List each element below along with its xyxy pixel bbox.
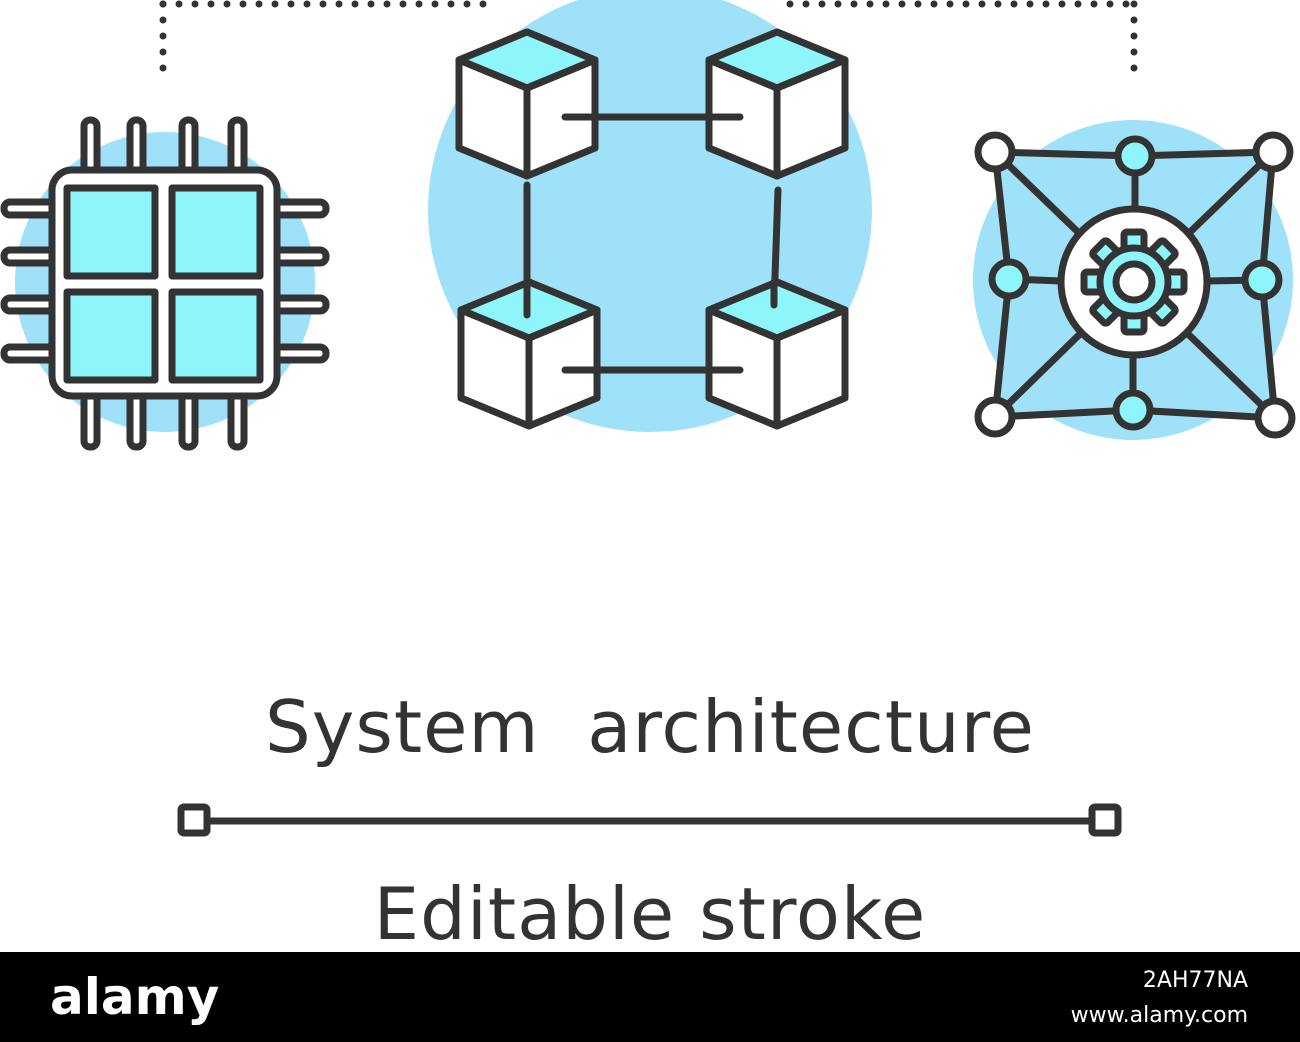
chip-core-3 [63,288,159,384]
cube-bottom-left [457,278,601,430]
network-gear-icon [973,120,1296,440]
footer-bar [0,952,1300,1042]
gear-icon [1080,228,1188,336]
dotted-connector-right [786,0,1138,84]
chip-core-4 [168,288,264,384]
divider-handle-right [1088,803,1122,837]
title-divider [177,803,1122,837]
processor-chip-icon [0,116,330,451]
chip-core-1 [63,184,159,280]
diagram-subtitle: Editable stroke [373,872,927,956]
dotted-connector-left [159,0,494,84]
blockchain-cubes-icon [428,0,872,432]
illustration-canvas [0,0,1296,837]
cube-top-right [705,28,849,180]
chip-core-2 [168,184,264,280]
divider-handle-left [177,803,211,837]
footer-image-id: 2AH77NA [1142,968,1248,993]
chain-link-stubs [523,113,778,374]
footer-logo: alamy [50,968,220,1026]
diagram-title: System architecture [265,685,1035,769]
cube-bottom-right [705,278,849,430]
network-nodes [974,131,1296,439]
cube-top-left [455,28,599,180]
footer-url: www.alamy.com [1070,1003,1248,1028]
